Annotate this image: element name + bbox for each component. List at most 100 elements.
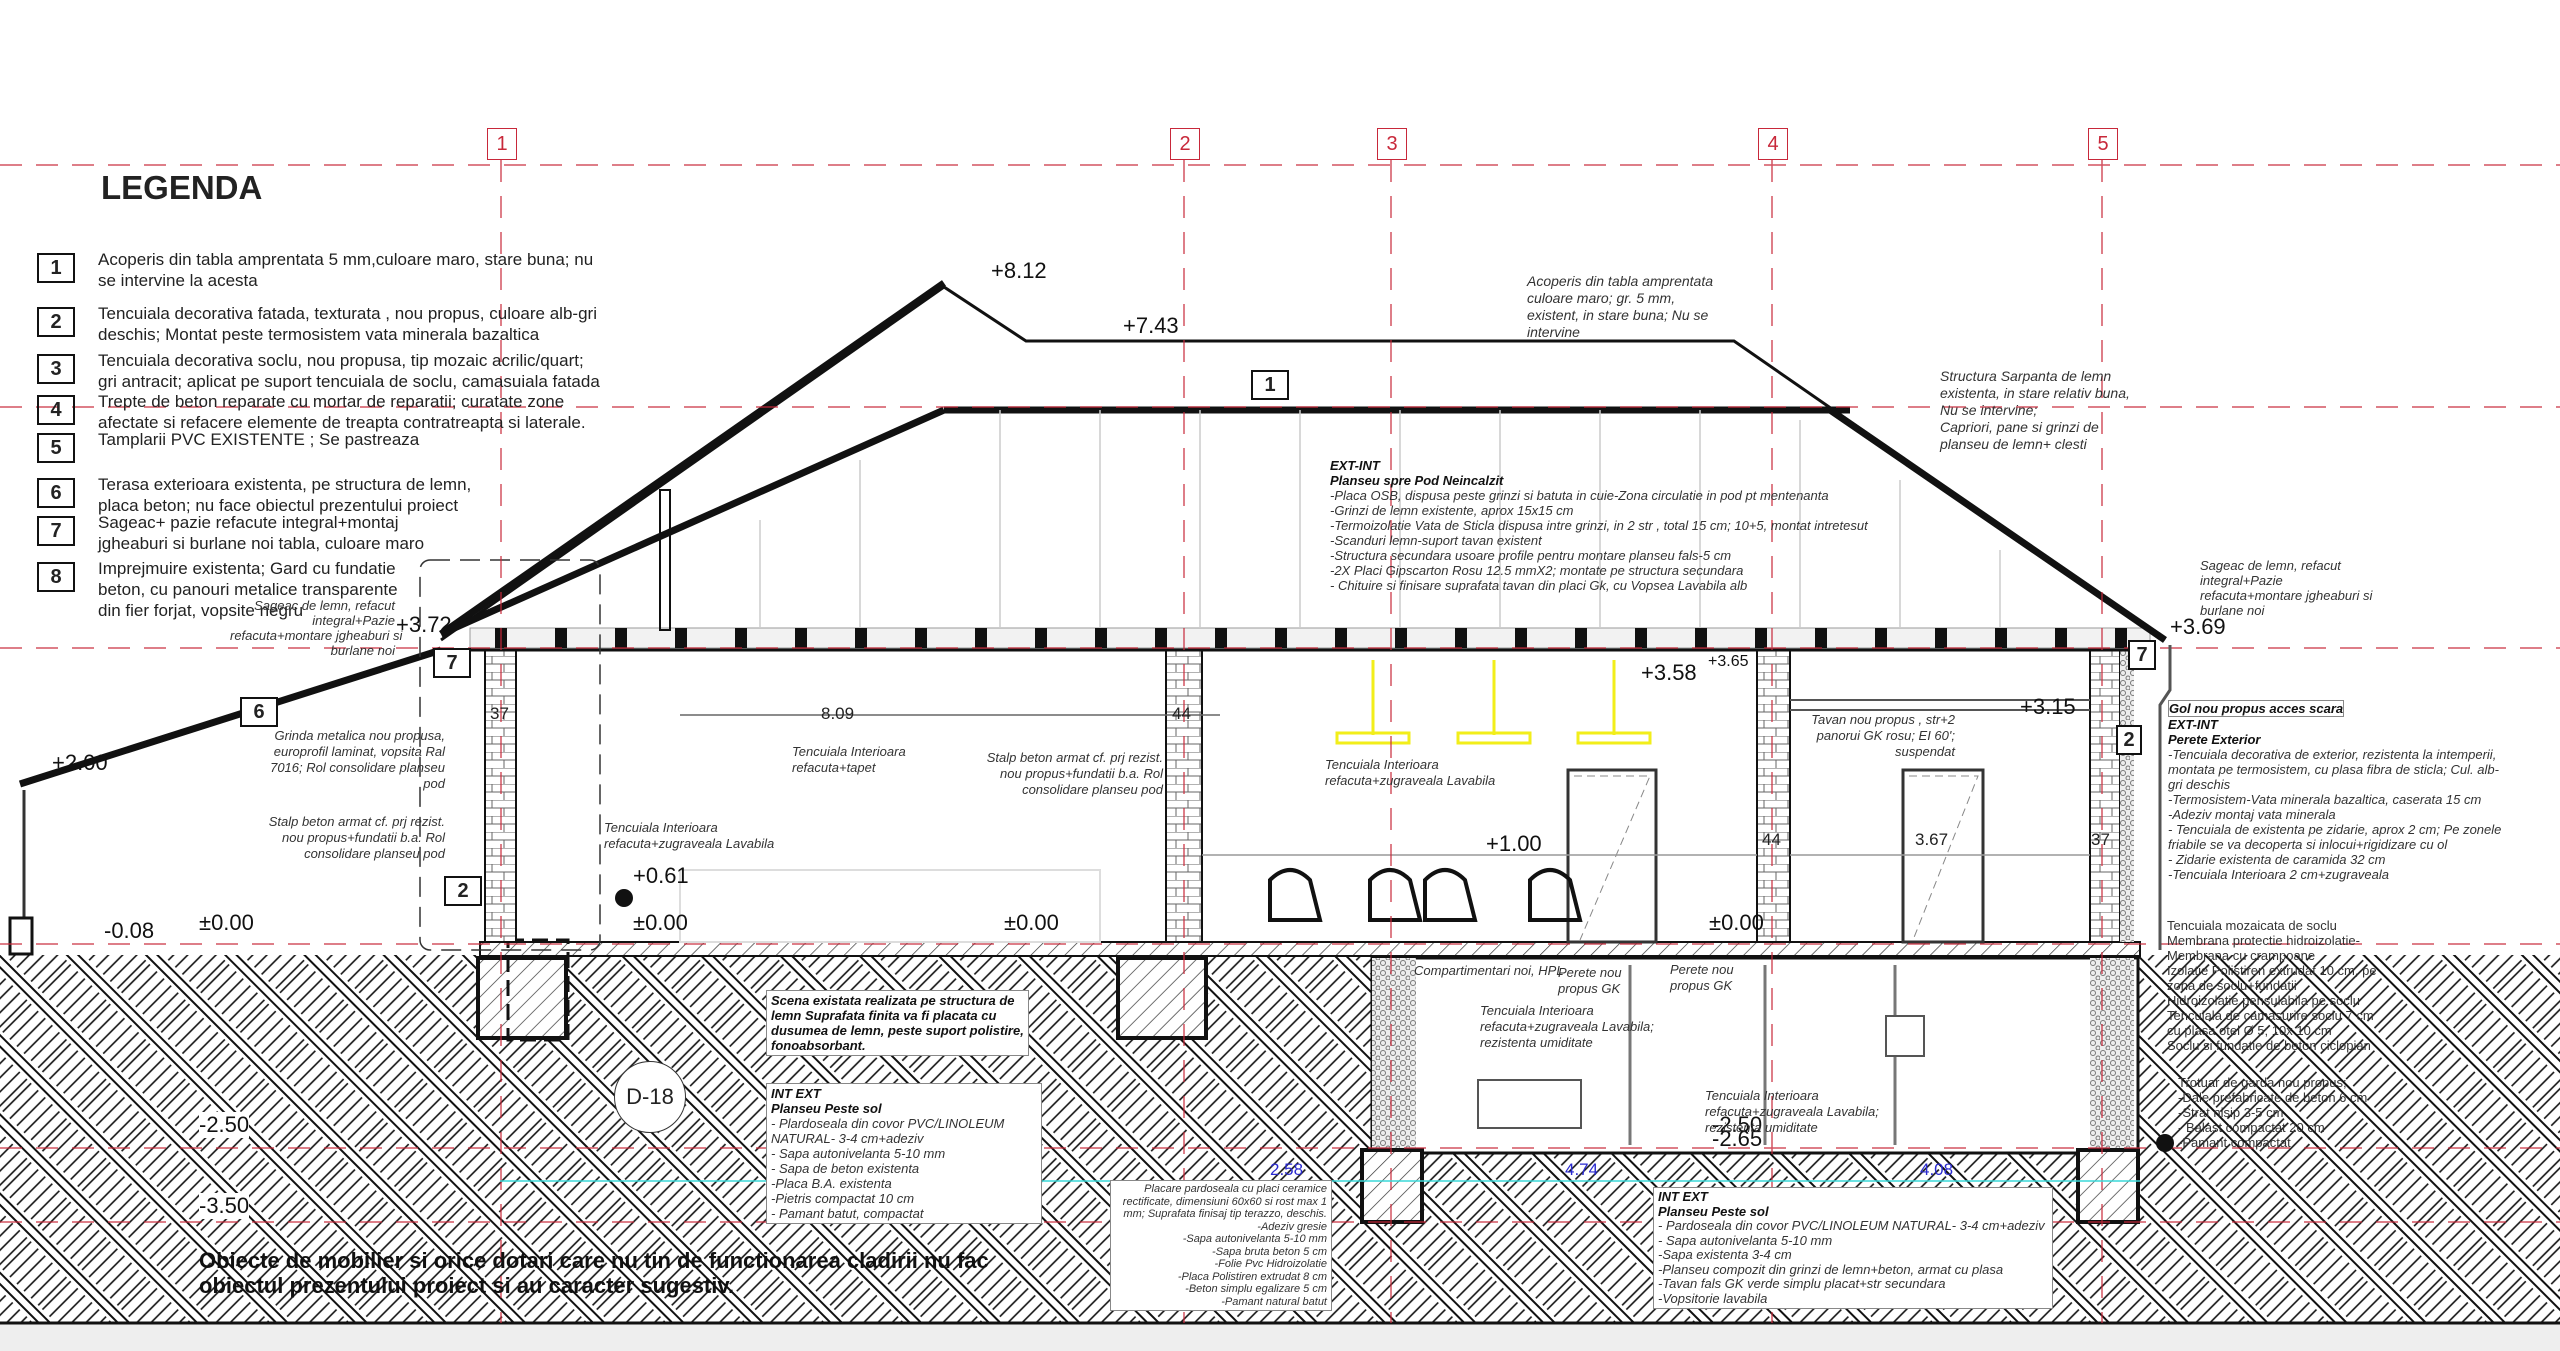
legend-line: Trepte de beton reparate cu mortar de re…: [98, 392, 565, 411]
note-line: -Pietris compactat 10 cm: [771, 1191, 915, 1206]
note-line: Perete nou: [1670, 962, 1734, 977]
legend-line: Imprejmuire existenta; Gard cu fundatie: [98, 559, 396, 578]
wall-axis-4: [1756, 649, 1791, 943]
legend-number: 8: [37, 562, 75, 592]
legend-item-text: Acoperis din tabla amprentata 5 mm,culoa…: [98, 249, 593, 291]
note-line: europrofil laminat, vopsita Ral: [273, 744, 445, 759]
detail-marker[interactable]: D-18: [614, 1061, 686, 1133]
elevation-terrace-floor: ±0.00: [199, 910, 254, 935]
ceiling-joist: [1215, 628, 1227, 648]
elevation-basement-floor: -2.65: [1712, 1126, 1763, 1151]
note-line: -Placa B.A. existenta: [771, 1176, 892, 1191]
note-line: Hidroizolatie pensulabila pe soclu: [2167, 993, 2360, 1008]
note-line: - Sapa de beton existenta: [771, 1161, 920, 1176]
elevation-basement-top: -2.50: [1712, 1112, 1763, 1137]
note-line: -Vopsitorie lavabila: [1658, 1290, 1768, 1306]
note-line: existent, in stare buna; Nu se: [1527, 307, 1709, 323]
disclaimer-line: obiectul prezentului proiect si au carac…: [199, 1273, 735, 1298]
note-scena: Scena existata realizata pe structura de…: [766, 990, 1029, 1056]
note-line: -2X Placi Gipscarton Rosu 12.5 mmX2; mon…: [1330, 563, 1744, 578]
note-subtitle: Perete Exterior: [2168, 732, 2261, 747]
note-line: -Beton simplu egalizare 5 cm: [1185, 1283, 1327, 1295]
legend-item-text: Trepte de beton reparate cu mortar de re…: [98, 391, 586, 433]
ceiling-joist: [1755, 628, 1767, 648]
elevation-ridge-flat: +7.43: [1123, 313, 1179, 338]
note-line: -Adeziv gresie: [1257, 1220, 1327, 1233]
note-line: refacuta+zugraveala Lavabila;: [1480, 1019, 1654, 1034]
ceiling-joist: [795, 628, 807, 648]
elevation-foundation-2: -3.50: [199, 1193, 250, 1219]
note-line: -Planseu compozit din grinzi de lemn+bet…: [1658, 1261, 2004, 1277]
note-line: Tencuiala Interioara: [1325, 757, 1439, 772]
note-line: - Sapa autonivelanta 5-10 mm: [771, 1146, 946, 1161]
tag-roof: 1: [1251, 370, 1289, 400]
note-line: Capriori, pane si grinzi de: [1940, 419, 2099, 435]
note-line: refacuta+zugraveala Lavabila: [604, 836, 775, 851]
legend-line: afectate si refacere elemente de treapta…: [98, 413, 586, 432]
note-line: nou propus+fundatii b.a. Rol: [282, 830, 445, 845]
disclaimer: Obiecte de mobilier si orice dotari care…: [199, 1248, 989, 1298]
note-line: -Tencuiala Interioara 2 cm+zugraveala: [2168, 867, 2390, 882]
note-line: Membrana protectie hidroizolatie-: [2167, 933, 2360, 948]
elevation-ceiling-mid2: +3.65: [1708, 653, 1749, 670]
legend-item-text: Terasa exterioara existenta, pe structur…: [98, 474, 471, 516]
note-line: cu plasa otel Ø 5; 10x 10 cm: [2167, 1023, 2332, 1038]
elevation-mid-level: +1.00: [1486, 831, 1542, 856]
legend-line: Sageac+ pazie refacute integral+montaj: [98, 513, 399, 532]
note-subtitle: Planseu Peste sol: [1658, 1203, 1769, 1219]
note-line: consolidare planseu pod: [304, 846, 445, 861]
note-line: Tencuiala Interioara: [1480, 1003, 1594, 1018]
terrace-roof: [18, 646, 443, 788]
ceiling-joist: [975, 628, 987, 648]
note-line: integral+Pazie: [312, 613, 395, 628]
note-line: planseu de lemn+ clesti: [1940, 436, 2087, 452]
note-line: -Folie Pvc Hidroizolatie: [1214, 1258, 1327, 1270]
note-line: -Placa OSB, dispusa peste grinzi si batu…: [1330, 488, 1829, 503]
dim-room-right: 3.67: [1915, 830, 1949, 849]
ceiling-joist: [2115, 628, 2127, 648]
note-line: Tencuiala Interioara: [792, 744, 906, 759]
dim-wall-mid2: 44: [1762, 830, 1781, 849]
lounge-chairs: [1268, 868, 1583, 922]
ceiling-joist: [1995, 628, 2007, 648]
note-line: integral+Pazie: [2200, 573, 2283, 588]
note-line: zona de soclu+fundatii: [2167, 978, 2297, 993]
tag-terrace: 6: [240, 697, 278, 727]
note-line: existenta, in stare relativ buna,: [1940, 385, 2130, 401]
legend-line: se intervine la acesta: [98, 271, 258, 290]
elevation-ceiling-right: +3.15: [2020, 694, 2076, 719]
legend-number: 1: [37, 253, 75, 283]
note-line: - Chituire si finisare suprafata tavan d…: [1330, 578, 1748, 593]
note-line: -Scanduri lemn-suport tavan existent: [1330, 533, 1542, 548]
note-title: EXT-INT: [1330, 458, 1380, 473]
note-line: Tavan nou propus , str+2: [1811, 712, 1955, 727]
legend-line: deschis; Montat peste termosistem vata m…: [98, 325, 540, 344]
ceiling-joist: [555, 628, 567, 648]
ceiling-joist: [1335, 628, 1347, 648]
dim-hall-width: 8.09: [821, 704, 855, 723]
disclaimer-line: Obiecte de mobilier si orice dotari care…: [199, 1248, 989, 1273]
note-line: Izolatie Polistiren extrudat 10 cm, pe: [2167, 963, 2377, 978]
legend-line: din fier forjat, vopsite negru: [98, 601, 304, 620]
dim-base-2: 4.74: [1565, 1160, 1599, 1179]
note-line: propus GK: [1558, 981, 1621, 996]
tag-wall-left: 2: [444, 876, 482, 906]
note-line: - Tencuiala de existenta pe zidarie, apr…: [2168, 822, 2502, 837]
legend-line: Tencuiala decorativa fatada, texturata ,…: [98, 304, 597, 323]
ceiling-joist: [855, 628, 867, 648]
note-grinda: Grinda metalica nou propusa,europrofil l…: [240, 728, 445, 792]
elevation-terrace-ground: -0.08: [104, 918, 155, 943]
grid-axis-3: 3: [1377, 128, 1407, 160]
note-line: Tencuiala Interioara: [604, 820, 718, 835]
note-line: fonoabsorbant.: [771, 1038, 866, 1053]
note-line: rezistenta umiditate: [1480, 1035, 1593, 1050]
grid-axis-2: 2: [1170, 128, 1200, 160]
